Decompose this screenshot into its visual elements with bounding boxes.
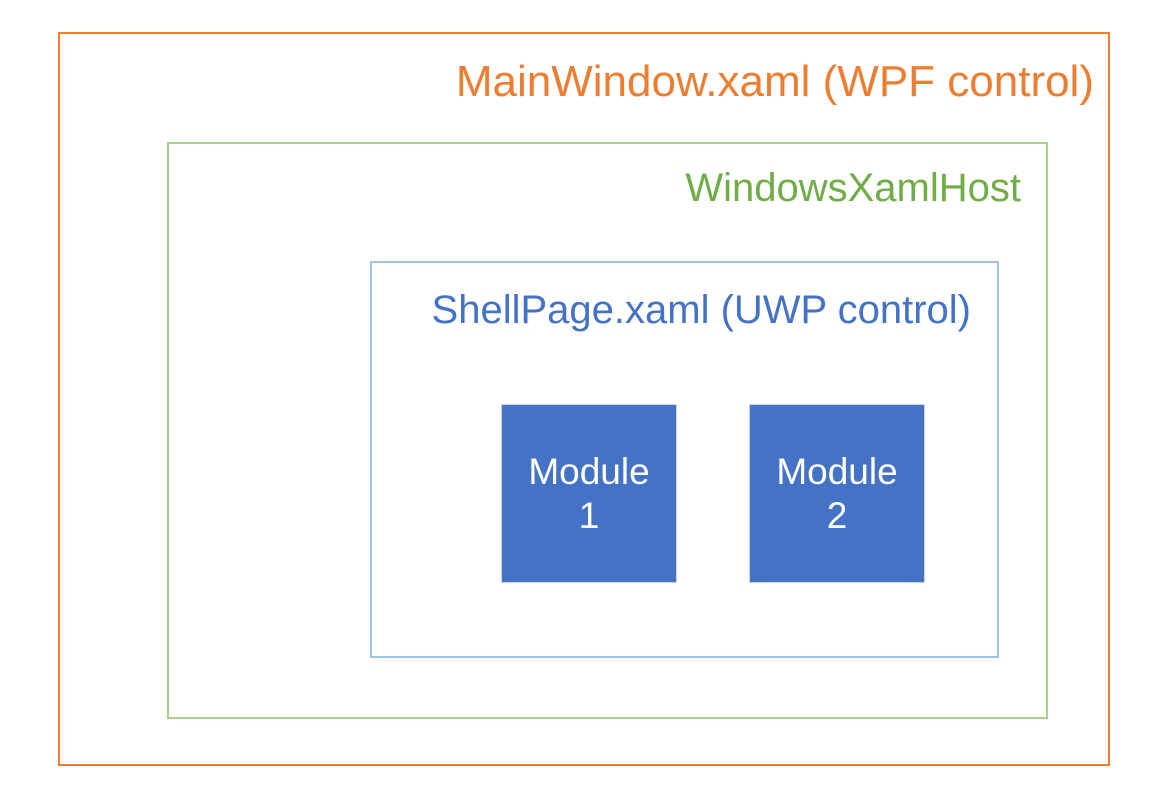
module-block-1-index: 1 (578, 494, 600, 536)
windows-xaml-host-label: WindowsXamlHost (685, 166, 1021, 210)
module-block-2-index: 2 (826, 494, 848, 536)
module-block-1: Module 1 (501, 404, 677, 583)
uwp-shellpage-label: ShellPage.xaml (UWP control) (431, 288, 971, 332)
wpf-mainwindow-layer: MainWindow.xaml (WPF control) (58, 32, 1110, 766)
windows-xaml-host-layer: WindowsXamlHost (167, 142, 1048, 719)
wpf-mainwindow-label: MainWindow.xaml (WPF control) (455, 57, 1094, 106)
uwp-shellpage-layer: ShellPage.xaml (UWP control) (370, 261, 999, 658)
module-block-1-name: Module (528, 450, 650, 492)
module-block-2-name: Module (776, 450, 898, 492)
module-block-2: Module 2 (749, 404, 925, 583)
